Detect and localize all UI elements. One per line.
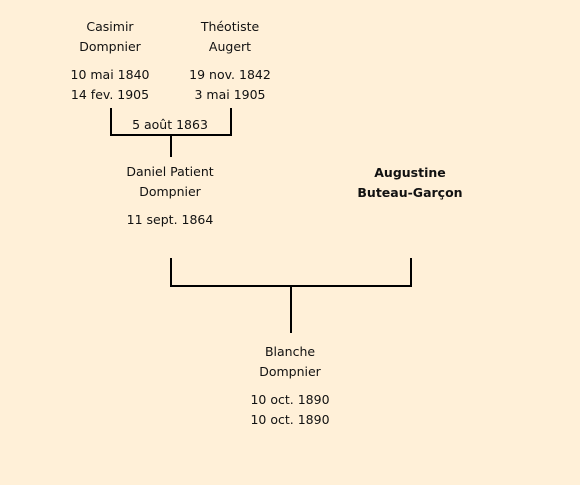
connector-horizontal xyxy=(170,285,412,287)
person-daniel-patient-dompnier: Daniel Patient Dompnier 11 sept. 1864 xyxy=(110,162,230,230)
death-date: 10 oct. 1890 xyxy=(250,412,330,427)
person-casimir-dompnier: Casimir Dompnier 10 mai 1840 14 fev. 190… xyxy=(60,17,160,105)
connector-down xyxy=(170,136,172,157)
first-name: Blanche xyxy=(264,344,316,359)
last-name: Buteau-Garçon xyxy=(357,185,463,200)
last-name: Dompnier xyxy=(139,184,201,199)
birth-date: 11 sept. 1864 xyxy=(126,212,214,227)
person-blanche-dompnier: Blanche Dompnier 10 oct. 1890 10 oct. 18… xyxy=(230,342,350,430)
last-name: Dompnier xyxy=(79,39,141,54)
connector-right-vertical xyxy=(410,258,412,287)
birth-date: 10 oct. 1890 xyxy=(250,392,330,407)
person-theotiste-augert: Théotiste Augert 19 nov. 1842 3 mai 1905 xyxy=(180,17,280,105)
last-name: Augert xyxy=(208,39,252,54)
connector-down xyxy=(290,287,292,333)
first-name: Daniel Patient xyxy=(126,164,214,179)
connector-left-vertical xyxy=(110,108,112,136)
first-name: Théotiste xyxy=(200,19,260,34)
birth-date: 19 nov. 1842 xyxy=(189,67,271,82)
marriage-date: 5 août 1863 xyxy=(132,117,208,132)
person-augustine-buteau-garcon: Augustine Buteau-Garçon xyxy=(350,163,470,203)
last-name: Dompnier xyxy=(259,364,321,379)
connector-right-vertical xyxy=(230,108,232,136)
first-name: Augustine xyxy=(374,165,446,180)
birth-date: 10 mai 1840 xyxy=(70,67,150,82)
connector-horizontal xyxy=(110,134,232,136)
death-date: 14 fev. 1905 xyxy=(70,87,150,102)
first-name: Casimir xyxy=(86,19,134,34)
death-date: 3 mai 1905 xyxy=(194,87,266,102)
connector-left-vertical xyxy=(170,258,172,287)
